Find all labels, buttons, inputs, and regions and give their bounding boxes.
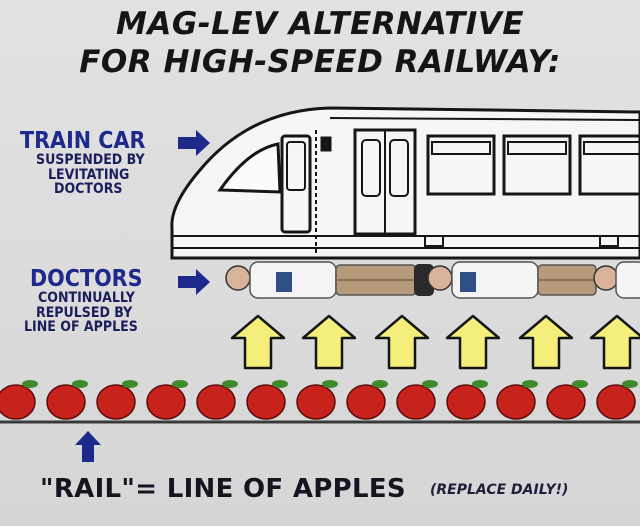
up-arrow-icon bbox=[518, 314, 574, 370]
title-line-2: FOR HIGH-SPEED RAILWAY: bbox=[79, 44, 561, 80]
apple-icon bbox=[46, 380, 88, 420]
doctor-1 bbox=[225, 261, 434, 299]
apple-icon bbox=[296, 380, 338, 420]
apple-icon bbox=[246, 380, 288, 420]
train-car-label-line: DOCTORS bbox=[54, 180, 123, 197]
up-arrow-icon bbox=[374, 314, 430, 370]
doctors-label-line: REPULSED BY bbox=[36, 304, 133, 321]
doctors-label-line: CONTINUALLY bbox=[38, 290, 135, 307]
train-car-label-head: TRAIN CAR bbox=[20, 128, 146, 154]
rail-note: (REPLACE DAILY!) bbox=[430, 482, 569, 498]
up-arrow-icon bbox=[301, 314, 357, 370]
apple-icon bbox=[196, 380, 238, 420]
train-car-label-line: SUSPENDED BY bbox=[36, 152, 145, 169]
apple-icon bbox=[546, 380, 588, 420]
apple-icon bbox=[446, 380, 488, 420]
doctors-label: DOCTORS CONTINUALLY REPULSED BY LINE OF … bbox=[24, 266, 194, 335]
rail-caption: "RAIL"= LINE OF APPLES bbox=[40, 474, 406, 504]
up-arrow-icon bbox=[589, 314, 640, 370]
apple-icon bbox=[0, 380, 38, 420]
apple-icon bbox=[146, 380, 188, 420]
train-car-label: TRAIN CAR SUSPENDED BY LEVITATING DOCTOR… bbox=[20, 128, 180, 197]
apple-icon bbox=[346, 380, 388, 420]
up-arrow-icon bbox=[230, 314, 286, 370]
train-car-label-line: LEVITATING bbox=[48, 166, 130, 183]
arrow-up-icon bbox=[75, 431, 101, 462]
doctors-label-line: LINE OF APPLES bbox=[24, 318, 138, 335]
up-arrow-icon bbox=[445, 314, 501, 370]
apple-icon bbox=[396, 380, 438, 420]
title-line-1: MAG-LEV ALTERNATIVE bbox=[116, 6, 524, 42]
arrow-right-icon bbox=[178, 269, 210, 295]
train-car bbox=[170, 106, 640, 260]
arrow-right-icon bbox=[178, 130, 210, 156]
apple-icon bbox=[596, 380, 638, 420]
apple-icon bbox=[96, 380, 138, 420]
doctor-3 bbox=[593, 261, 640, 299]
repulsion-arrows bbox=[230, 314, 640, 370]
doctor-2 bbox=[427, 261, 597, 299]
doctors-label-head: DOCTORS bbox=[30, 266, 143, 292]
apple-row bbox=[0, 380, 638, 420]
pointer-arrows bbox=[75, 130, 210, 462]
apple-icon bbox=[496, 380, 538, 420]
